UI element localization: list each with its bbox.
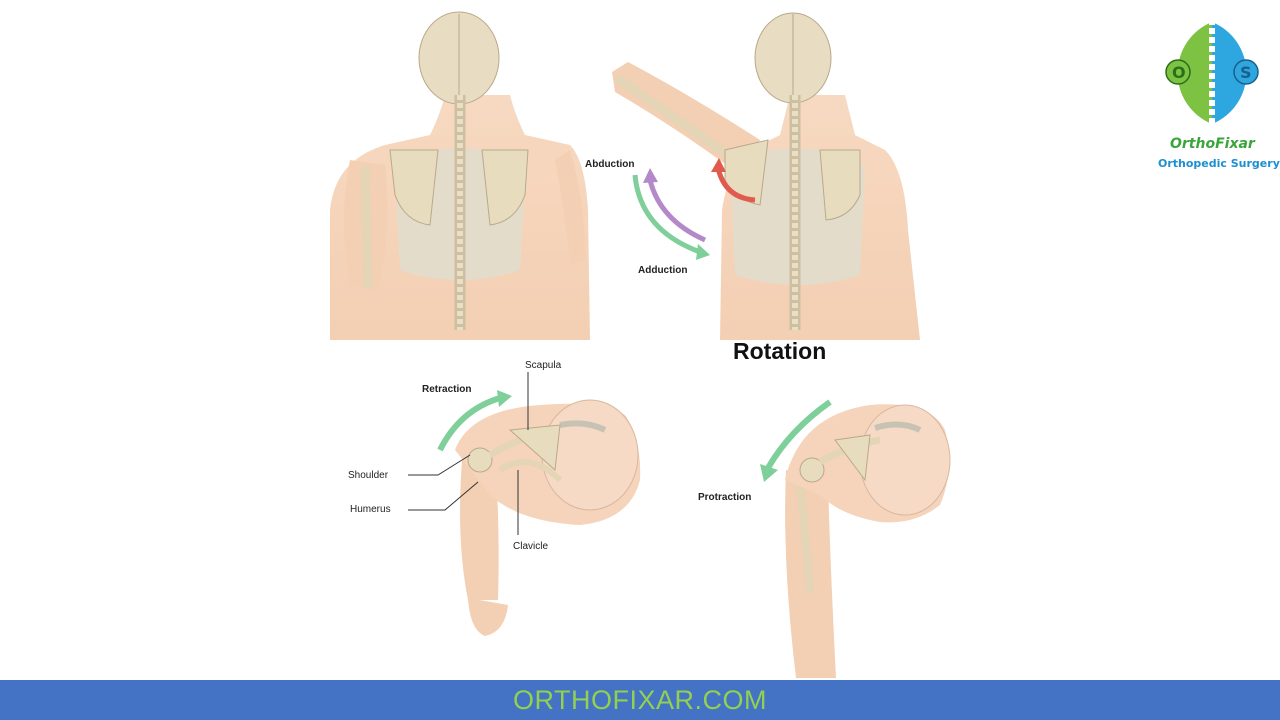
logo-tagline: Orthopedic Surgery bbox=[1158, 157, 1280, 170]
back-view-neutral bbox=[330, 11, 590, 340]
back-view-abducted bbox=[612, 12, 920, 340]
footer-website: ORTHOFIXAR.COM bbox=[512, 684, 767, 715]
label-shoulder: Shoulder bbox=[348, 470, 389, 481]
label-retraction: Retraction bbox=[422, 384, 471, 395]
leader-lines bbox=[408, 372, 529, 535]
footer-bar: ORTHOFIXAR.COM bbox=[0, 680, 1280, 720]
abduction-adduction-arrows bbox=[632, 168, 710, 260]
diagram-title: Rotation bbox=[733, 338, 826, 364]
protraction-view bbox=[760, 399, 951, 678]
logo-letter-s: S bbox=[1240, 63, 1252, 82]
retraction-view bbox=[437, 390, 641, 636]
rotation-arrow bbox=[715, 167, 756, 203]
logo-letter-o: O bbox=[1172, 63, 1186, 82]
logo-brand: OrthoFixar bbox=[1170, 136, 1256, 152]
label-scapula: Scapula bbox=[525, 360, 562, 371]
label-clavicle: Clavicle bbox=[513, 541, 548, 552]
orthofixar-logo: O S OrthoFixar Orthopedic Surgery bbox=[1158, 10, 1280, 170]
label-protraction: Protraction bbox=[698, 492, 751, 503]
label-humerus: Humerus bbox=[350, 504, 391, 515]
label-abduction: Abduction bbox=[585, 159, 634, 170]
label-adduction: Adduction bbox=[638, 265, 687, 276]
